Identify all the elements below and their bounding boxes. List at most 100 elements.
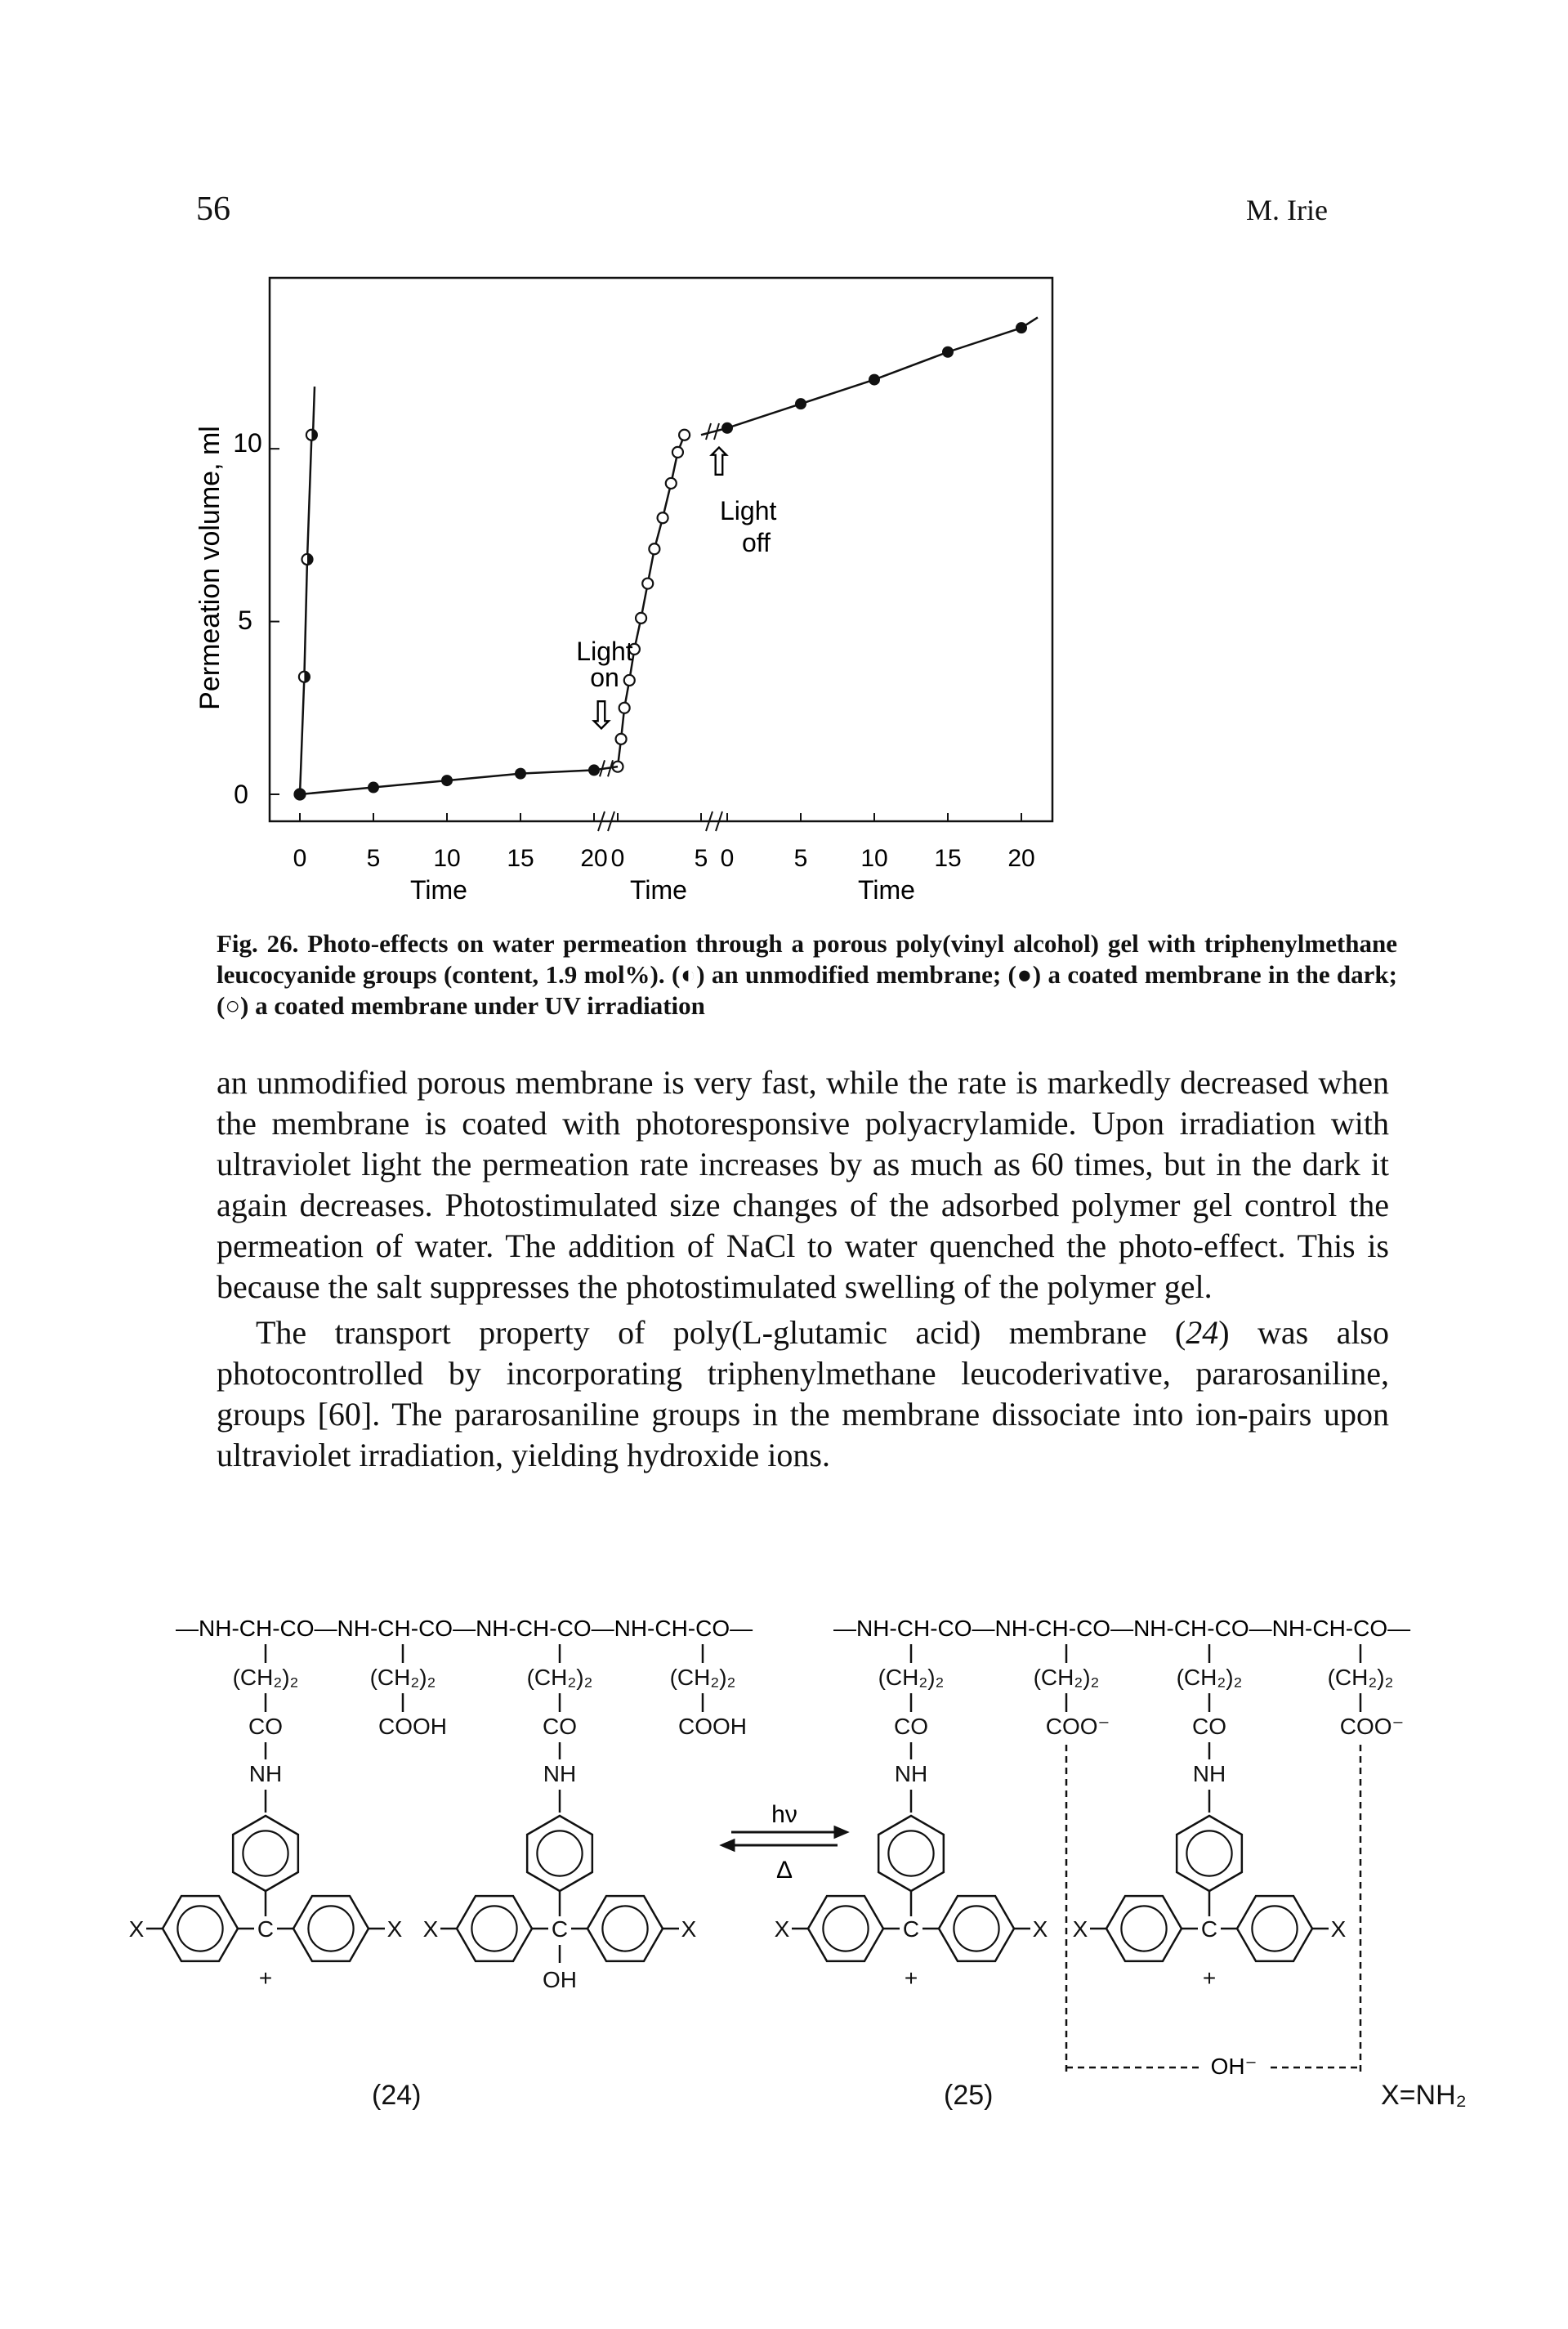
oh-minus-label: OH⁻: [1211, 2054, 1258, 2079]
x-definition: X=NH₂: [1381, 2080, 1467, 2111]
benzene-ring-icon: [525, 1814, 594, 1893]
substituent-x: X: [681, 1916, 697, 1942]
benzene-ring-icon: [161, 1894, 239, 1963]
x-axis-label: Time: [630, 875, 687, 905]
data-point-half: [305, 428, 318, 441]
data-point-filled: [441, 775, 453, 787]
x-tick-label: 5: [367, 845, 381, 872]
data-point-open: [677, 428, 691, 441]
benzene-ring-icon: [586, 1894, 664, 1963]
arrow-down-icon: ⇩: [585, 695, 618, 738]
x-tick-label: 5: [695, 845, 708, 872]
cation-charge: +: [259, 1965, 272, 1991]
side-chain-cooh: COOH: [678, 1714, 747, 1739]
data-point-filled: [294, 789, 306, 800]
x-tick-label: 5: [794, 845, 808, 872]
arrow-up-icon: ⇧: [703, 441, 735, 485]
data-point-open: [618, 701, 631, 714]
equilibrium-arrow-icon: [719, 1825, 850, 1853]
structure-reference: 24: [1186, 1314, 1219, 1351]
structure-label-24: (24): [372, 2080, 422, 2111]
data-point-open: [623, 673, 636, 687]
plot-frame: [268, 276, 1054, 823]
hv-label: hν: [771, 1801, 797, 1828]
side-chain-co: CO: [1192, 1714, 1226, 1739]
substituent-x: X: [1331, 1916, 1347, 1942]
data-point-filled: [515, 767, 526, 780]
data-point-half: [301, 552, 314, 566]
cation-charge: +: [1203, 1965, 1216, 1991]
benzene-ring-icon: [1175, 1814, 1244, 1893]
x-tick-label: 0: [611, 845, 625, 872]
data-point-open: [648, 543, 661, 556]
substituent-x: X: [1073, 1916, 1088, 1942]
paragraph-text: The transport property of poly(L-glutami…: [256, 1314, 1186, 1351]
substituent-x: X: [423, 1916, 439, 1942]
x-tick-label: 10: [433, 845, 460, 872]
benzene-ring-icon: [1235, 1894, 1314, 1963]
side-chain-ch2: (CH₂)₂: [878, 1665, 945, 1690]
y-tick-label: 10: [233, 428, 262, 458]
side-chain-nh: NH: [1193, 1761, 1226, 1786]
x-tick-label: 0: [293, 845, 307, 872]
central-carbon: C: [257, 1916, 274, 1942]
benzene-ring-icon: [455, 1894, 534, 1963]
data-point-filled: [368, 781, 379, 793]
side-chain-ch2: (CH₂)₂: [233, 1665, 299, 1690]
substituent-x: X: [387, 1916, 403, 1942]
cation-charge: +: [905, 1965, 918, 1991]
x-tick-label: 20: [580, 845, 607, 872]
side-chain-nh: NH: [543, 1761, 576, 1786]
data-point-half: [297, 670, 310, 683]
figure-caption: Fig. 26. Photo-effects on water permeati…: [217, 928, 1397, 1021]
paragraph: an unmodified porous membrane is very fa…: [217, 1064, 1389, 1305]
benzene-ring-icon: [877, 1814, 945, 1893]
x-tick-label: 0: [721, 845, 735, 872]
series-line: [298, 435, 313, 795]
axis-break: [597, 811, 615, 832]
benzene-ring-icon: [806, 1894, 885, 1963]
figure-label: Fig. 26.: [217, 929, 299, 958]
annotation-light-on: Light: [576, 637, 633, 666]
side-chain-nh: NH: [249, 1761, 282, 1786]
data-point-open: [634, 611, 648, 624]
series-link: [700, 427, 728, 436]
data-point-open: [614, 732, 628, 745]
substituent-x: X: [1033, 1916, 1048, 1942]
data-point-filled: [795, 398, 806, 410]
side-chain-co: CO: [248, 1714, 283, 1739]
annotation-light-on: on: [590, 663, 619, 692]
data-point-open: [641, 577, 654, 590]
side-chain-ch2: (CH₂)₂: [527, 1665, 593, 1690]
annotation-light-off: Light: [720, 496, 777, 525]
body-text: an unmodified porous membrane is very fa…: [217, 1062, 1389, 1476]
series-link: [311, 386, 316, 436]
paragraph-text: ) was also photocontrolled by incorporat…: [217, 1314, 1389, 1473]
x-tick-label: 10: [860, 845, 887, 872]
side-chain-nh: NH: [895, 1761, 927, 1786]
axis-break: [705, 811, 723, 832]
structure-label-25: (25): [944, 2080, 994, 2111]
side-chain-ch2: (CH₂)₂: [1034, 1665, 1100, 1690]
y-tick-label: 5: [238, 606, 252, 635]
paragraph: The transport property of poly(L-glutami…: [217, 1312, 1389, 1476]
substituent-x: X: [775, 1916, 790, 1942]
series-link: [593, 765, 619, 771]
data-point-filled: [869, 373, 880, 386]
running-head: M. Irie: [1246, 194, 1328, 226]
side-chain-co: CO: [543, 1714, 577, 1739]
side-chain-carboxylate: COO⁻: [1046, 1714, 1110, 1739]
hydroxyl-group: OH: [543, 1967, 577, 1992]
x-axis-label: Time: [410, 875, 467, 905]
data-point-filled: [942, 346, 954, 358]
x-axis-label: Time: [858, 875, 915, 905]
benzene-ring-icon: [231, 1814, 300, 1893]
caption-text: Photo-effects on water permeation throug…: [217, 929, 1397, 1020]
benzene-ring-icon: [1105, 1894, 1183, 1963]
data-point-open: [656, 512, 669, 525]
y-axis-label: Permeation volume, ml: [194, 426, 226, 710]
benzene-ring-icon: [292, 1894, 370, 1963]
side-chain-carboxylate: COO⁻: [1340, 1714, 1405, 1739]
